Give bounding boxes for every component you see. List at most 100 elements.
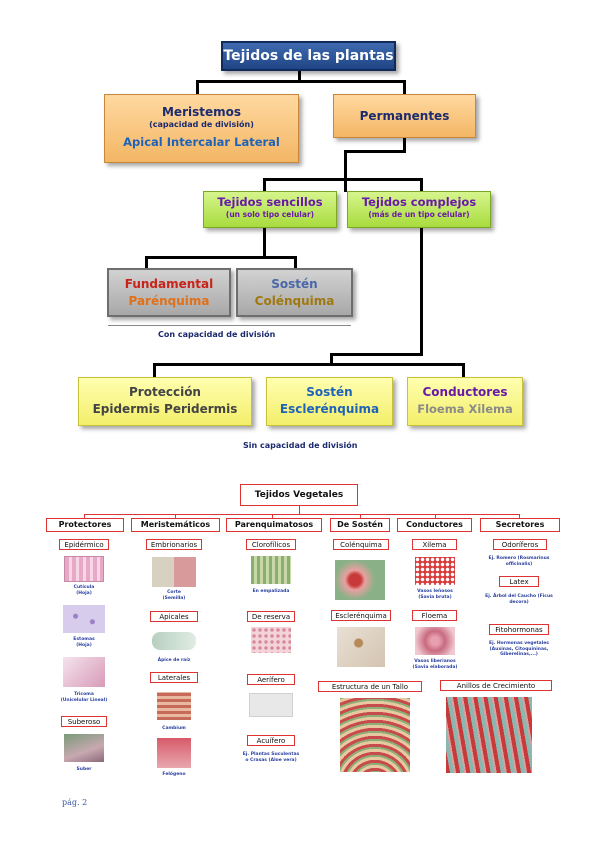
title-label: Tejidos de las plantas (223, 48, 394, 64)
corte-caption: Corte (Semilla) (162, 590, 186, 601)
embrionarios-box: Embrionarios (146, 539, 202, 550)
connector (153, 363, 465, 366)
felogeno-caption: Felógeno (162, 772, 186, 777)
meristemos-box: Meristemos (capacidad de división) Apica… (104, 94, 299, 163)
fundamental-title: Fundamental (124, 277, 214, 291)
connector (84, 514, 85, 518)
felogeno-image (157, 738, 191, 768)
de-reserva-box: De reserva (247, 611, 295, 622)
aerifero-image (249, 693, 293, 717)
connector (403, 80, 406, 96)
fitohormonas-box: Fitohormonas (489, 624, 549, 635)
meristemos-types: Apical Intercalar Lateral (123, 135, 280, 149)
connector (196, 80, 406, 83)
tejidos-vegetales-title: Tejidos Vegetales (240, 484, 358, 506)
connector (420, 228, 423, 356)
sosten1-title: Sostén (271, 277, 318, 291)
estructura-tallo-box: Estructura de un Tallo (318, 681, 422, 692)
colenquima-box: Colénquima (333, 539, 389, 550)
connector (420, 178, 423, 192)
reserva-image (251, 627, 291, 653)
divider-line (108, 325, 351, 326)
proteccion-box: Protección Epidermis Peridermis (78, 377, 252, 426)
laterales-box: Laterales (150, 672, 198, 683)
connector (175, 514, 176, 518)
esclerenquima-image (337, 627, 385, 667)
category-protectores: Protectores (46, 518, 124, 532)
meristemos-subtitle: (capacidad de división) (149, 120, 254, 129)
connector (263, 228, 266, 258)
esclerenquima-box: Esclerénquima (331, 610, 391, 621)
tejidos-sencillos-box: Tejidos sencillos (un solo tipo celular) (203, 191, 337, 228)
caption-con-capacidad: Con capacidad de división (158, 330, 276, 339)
connector (344, 150, 406, 153)
suber-caption: Suber (76, 767, 92, 772)
category-secretores: Secretores (480, 518, 560, 532)
sosten-colenquima-box: Sostén Colénquima (236, 268, 353, 317)
connector (145, 256, 297, 259)
page-number: pág. 2 (62, 798, 88, 807)
hormonas-caption: Ej. Hormonas vegetales (Auxinas, Citoqui… (489, 641, 549, 657)
anillos-image (446, 697, 532, 773)
connector (294, 256, 297, 268)
acuifero-caption: Ej. Plantas Suculentas o Crasas (Aloe ve… (242, 752, 300, 763)
connector (360, 514, 361, 518)
connector (519, 514, 520, 518)
floema-box: Floema (412, 610, 457, 621)
connector (330, 353, 423, 356)
connector (435, 514, 436, 518)
cambium-caption: Cambium (162, 726, 186, 731)
connector (330, 353, 333, 365)
tricoma-caption: Tricoma (Unicelular Lineal) (60, 692, 108, 703)
vasos-liberianos-caption: Vasos liberianos (Savia elaborada) (412, 659, 458, 670)
caucho-caption: Ej. Árbol del Caucho (Ficus decora) (485, 594, 553, 605)
cuticula-caption: Cutícula (Hoja) (73, 585, 95, 596)
caption-sin-capacidad: Sin capacidad de división (243, 441, 358, 450)
empalizada-image (251, 556, 291, 584)
vasos-lenosos-caption: Vasos leñosos (Savia bruta) (417, 589, 453, 600)
xilema-image (415, 557, 455, 585)
conductores-title: Conductores (422, 385, 508, 399)
connector (145, 256, 148, 268)
connector (153, 363, 156, 377)
connector (403, 138, 406, 152)
corte-image (152, 557, 196, 587)
sosten1-sub: Colénquima (254, 294, 335, 308)
cuticula-image (64, 556, 104, 582)
sencillos-subtitle: (un solo tipo celular) (225, 210, 315, 219)
sencillos-title: Tejidos sencillos (217, 195, 323, 209)
tejidos-complejos-box: Tejidos complejos (más de un tipo celula… (347, 191, 491, 228)
acuifero-box: Acuífero (247, 735, 295, 746)
colenquima-image (335, 560, 385, 600)
meristemos-title: Meristemos (161, 105, 242, 119)
connector (272, 514, 273, 518)
category-meristematicos: Meristemáticos (131, 518, 220, 532)
apice-caption: Ápice de raíz (157, 658, 191, 663)
estructura-tallo-image (340, 698, 410, 772)
xilema-box: Xilema (412, 539, 457, 550)
estomas-image (63, 605, 105, 633)
connector (263, 178, 266, 192)
title-box: Tejidos de las plantas (221, 41, 396, 71)
anillos-box: Anillos de Crecimiento (440, 680, 552, 691)
connector (263, 178, 423, 181)
fundamental-box: Fundamental Parénquima (107, 268, 231, 317)
suber-image (64, 734, 104, 762)
aerifero-box: Aerífero (247, 674, 295, 685)
empalizada-caption: En empalizada (252, 589, 290, 594)
complejos-title: Tejidos complejos (361, 195, 477, 209)
sosten2-sub: Esclerénquima (279, 402, 380, 416)
proteccion-sub: Epidermis Peridermis (92, 402, 238, 416)
romero-caption: Ej. Romero (Rosmarinus officinalis) (488, 556, 550, 567)
cambium-image (157, 692, 191, 720)
odoriferos-box: Odoríferos (493, 539, 547, 550)
connector (462, 363, 465, 377)
category-conductores: Conductores (397, 518, 472, 532)
tricoma-image (63, 657, 105, 687)
epidermico-box: Epidérmico (59, 539, 109, 550)
apice-image (152, 632, 196, 650)
permanentes-title: Permanentes (359, 109, 450, 123)
proteccion-title: Protección (129, 385, 201, 399)
conductores-sub: Floema Xilema (417, 402, 513, 416)
estomas-caption: Estomas (Hoja) (73, 637, 95, 648)
